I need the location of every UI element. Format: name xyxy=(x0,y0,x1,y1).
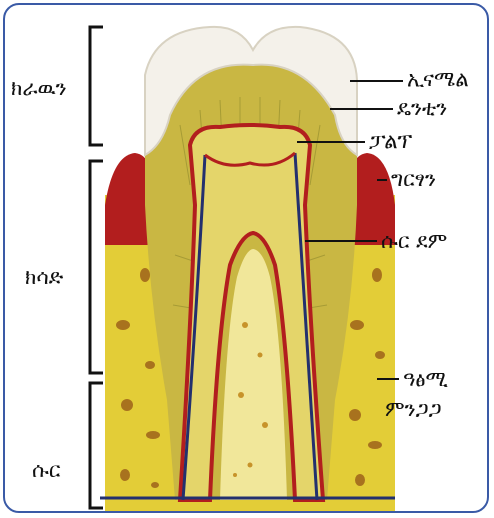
label-gum: ግርፃን xyxy=(391,169,436,190)
bracket-neck xyxy=(90,161,103,373)
bracket-root xyxy=(90,383,103,508)
label-root: ሱር xyxy=(32,460,60,481)
label-jaw-bone-line2: ምንጋጋ xyxy=(385,399,442,420)
label-blood-vessel: ሱር ደም xyxy=(381,231,447,252)
label-jaw-bone-line1: ዓፅሚ xyxy=(403,369,448,390)
bracket-crown xyxy=(90,27,103,145)
label-enamel: ኢናሜል xyxy=(407,69,469,90)
label-pulp: ፓልፕ xyxy=(369,131,412,152)
label-neck: ክሳድ xyxy=(25,267,63,288)
label-dentin: ዴንቲን xyxy=(397,98,447,119)
label-crown: ክራዉን xyxy=(11,78,67,99)
diagram-frame: ክራዉን ክሳድ ሱር ኢናሜል ዴንቲን ፓልፕ ግርፃን ሱር ደም ዓፅሚ… xyxy=(3,3,489,513)
